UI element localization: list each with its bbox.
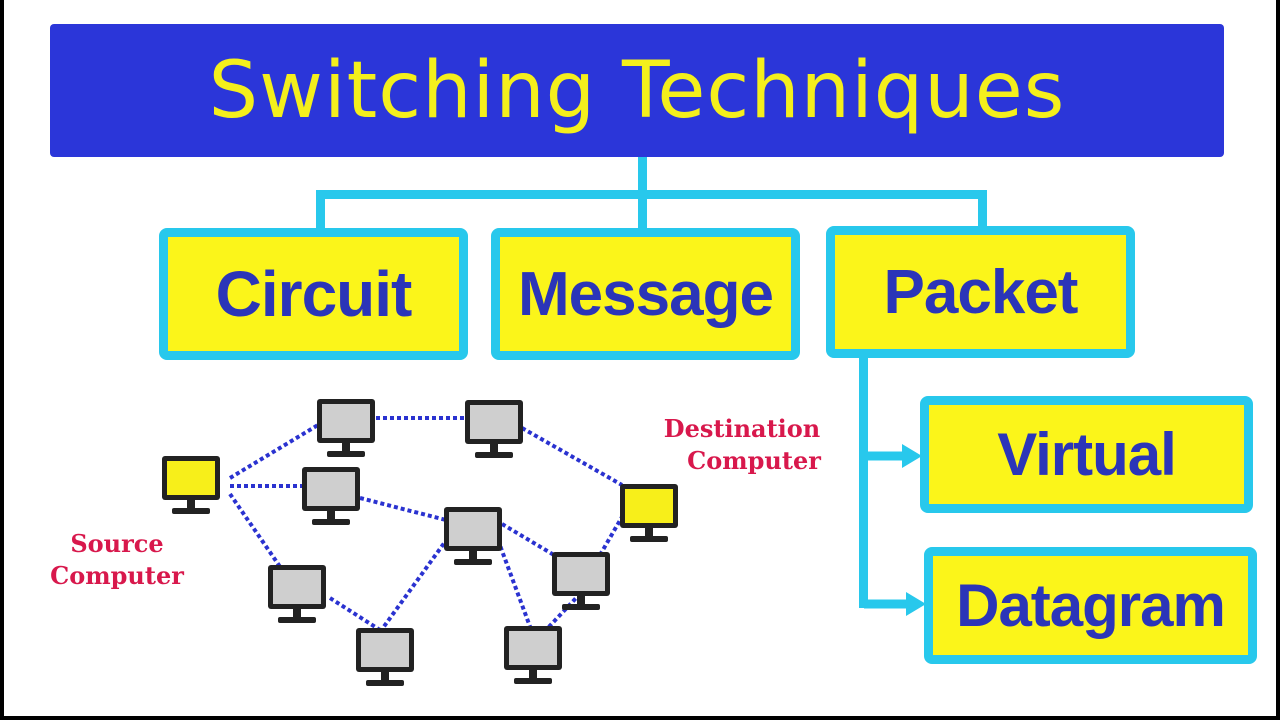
source-caption: Source Computer bbox=[42, 528, 192, 592]
network-node-icon bbox=[504, 626, 570, 690]
destination-computer-icon bbox=[620, 484, 686, 548]
destination-caption-line2: Computer bbox=[687, 446, 821, 475]
datagram-label: Datagram bbox=[956, 572, 1226, 639]
connector-message bbox=[638, 190, 647, 232]
source-computer-icon bbox=[162, 456, 228, 520]
virtual-box: Virtual bbox=[920, 396, 1253, 513]
message-box: Message bbox=[491, 228, 800, 360]
connector-bar bbox=[316, 190, 987, 199]
connector-packet bbox=[978, 190, 987, 232]
page-title: Switching Techniques bbox=[208, 45, 1066, 136]
packet-box: Packet bbox=[826, 226, 1135, 358]
packet-branch-arrows bbox=[864, 444, 926, 616]
network-node-icon bbox=[268, 565, 334, 629]
message-label: Message bbox=[518, 259, 774, 329]
network-node-icon bbox=[444, 507, 510, 571]
network-node-icon bbox=[302, 467, 368, 531]
network-node-icon bbox=[317, 399, 383, 463]
datagram-box: Datagram bbox=[924, 547, 1257, 664]
packet-branch-vertical bbox=[859, 358, 868, 608]
virtual-label: Virtual bbox=[997, 421, 1177, 488]
connector-trunk bbox=[638, 157, 647, 202]
packet-label: Packet bbox=[883, 257, 1079, 327]
diagram-canvas: Switching Techniques Circuit Message Pac… bbox=[4, 0, 1276, 716]
network-node-icon bbox=[465, 400, 531, 464]
destination-caption: Destination Computer bbox=[652, 413, 832, 477]
destination-caption-line1: Destination bbox=[663, 414, 821, 443]
network-links bbox=[228, 416, 628, 634]
circuit-box: Circuit bbox=[159, 228, 468, 360]
source-caption-line2: Computer bbox=[50, 561, 184, 590]
circuit-label: Circuit bbox=[215, 258, 413, 330]
title-banner: Switching Techniques bbox=[50, 24, 1224, 157]
connector-circuit bbox=[316, 190, 325, 232]
network-node-icon bbox=[552, 552, 618, 616]
source-caption-line1: Source bbox=[70, 529, 164, 558]
network-node-icon bbox=[356, 628, 422, 692]
